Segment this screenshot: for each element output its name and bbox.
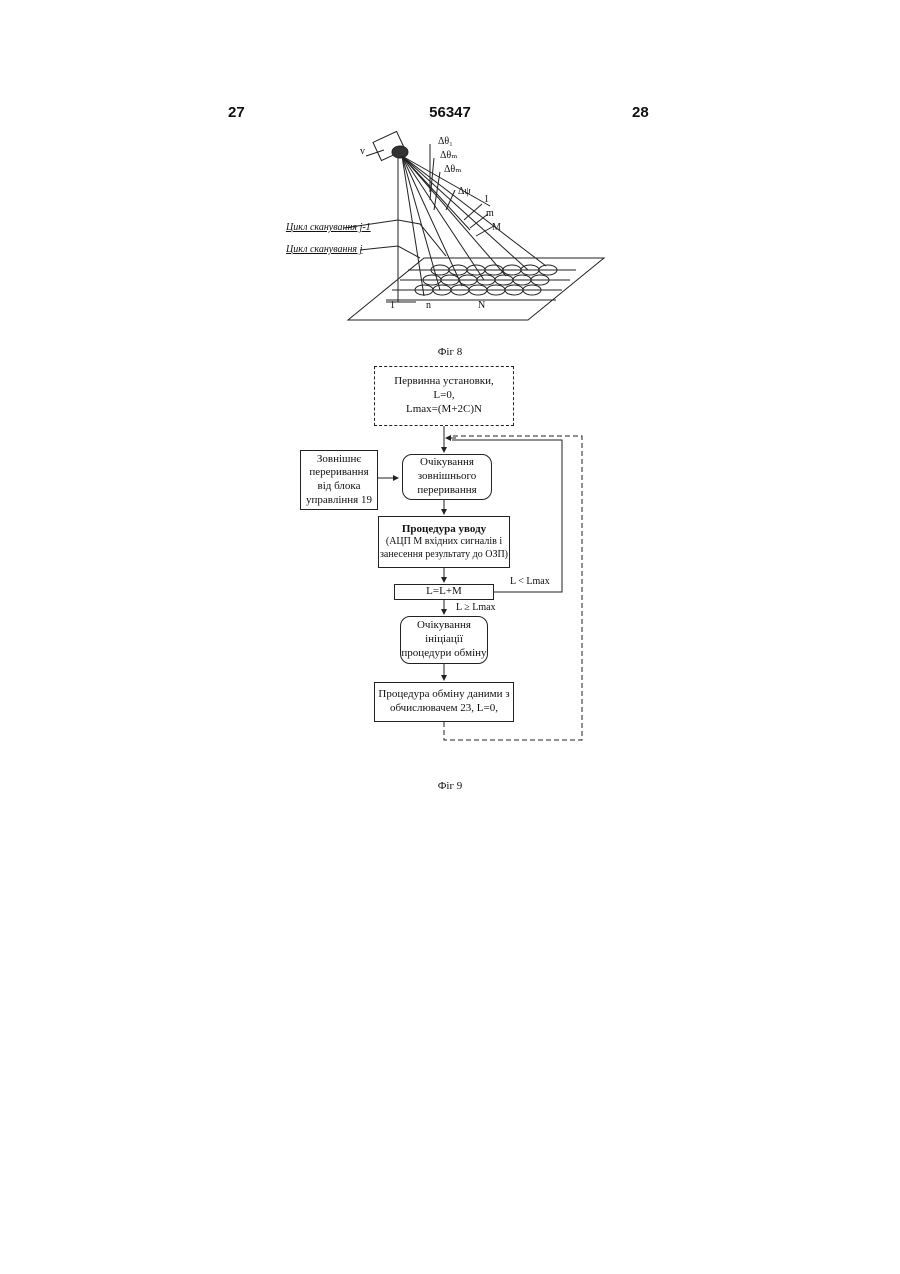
input-procedure-box: Процедура уводу (АЦП M вхідних сигналів … — [378, 516, 510, 568]
exchange-procedure-box: Процедура обміну даними з обчислювачем 2… — [374, 682, 514, 722]
external-interrupt-text: Зовнішнє переривання від блока управлінн… — [306, 453, 372, 508]
wait-exchange-box: Очікування ініціації процедури обміну — [400, 616, 488, 664]
update-counter-box: L=L+M — [394, 584, 494, 600]
condition-ge-label: L ≥ Lmax — [456, 602, 496, 613]
wait-interrupt-text: Очікування зовнішнього переривання — [417, 456, 476, 497]
input-procedure-title: Процедура уводу — [402, 523, 486, 537]
input-procedure-body: (АЦП M вхідних сигналів і занесення резу… — [380, 536, 508, 561]
external-interrupt-box: Зовнішнє переривання від блока управлінн… — [300, 450, 378, 510]
exchange-procedure-text: Процедура обміну даними з обчислювачем 2… — [378, 688, 509, 716]
init-box: Первинна установки, L=0, Lmax=(M+2C)N — [374, 366, 514, 426]
wait-exchange-text: Очікування ініціації процедури обміну — [401, 619, 486, 660]
update-counter-text: L=L+M — [426, 585, 462, 599]
fig9-caption: Фіг 9 — [0, 780, 900, 792]
wait-interrupt-box: Очікування зовнішнього переривання — [402, 454, 492, 500]
init-box-text: Первинна установки, L=0, Lmax=(M+2C)N — [394, 375, 494, 416]
condition-less-label: L < Lmax — [510, 576, 550, 587]
